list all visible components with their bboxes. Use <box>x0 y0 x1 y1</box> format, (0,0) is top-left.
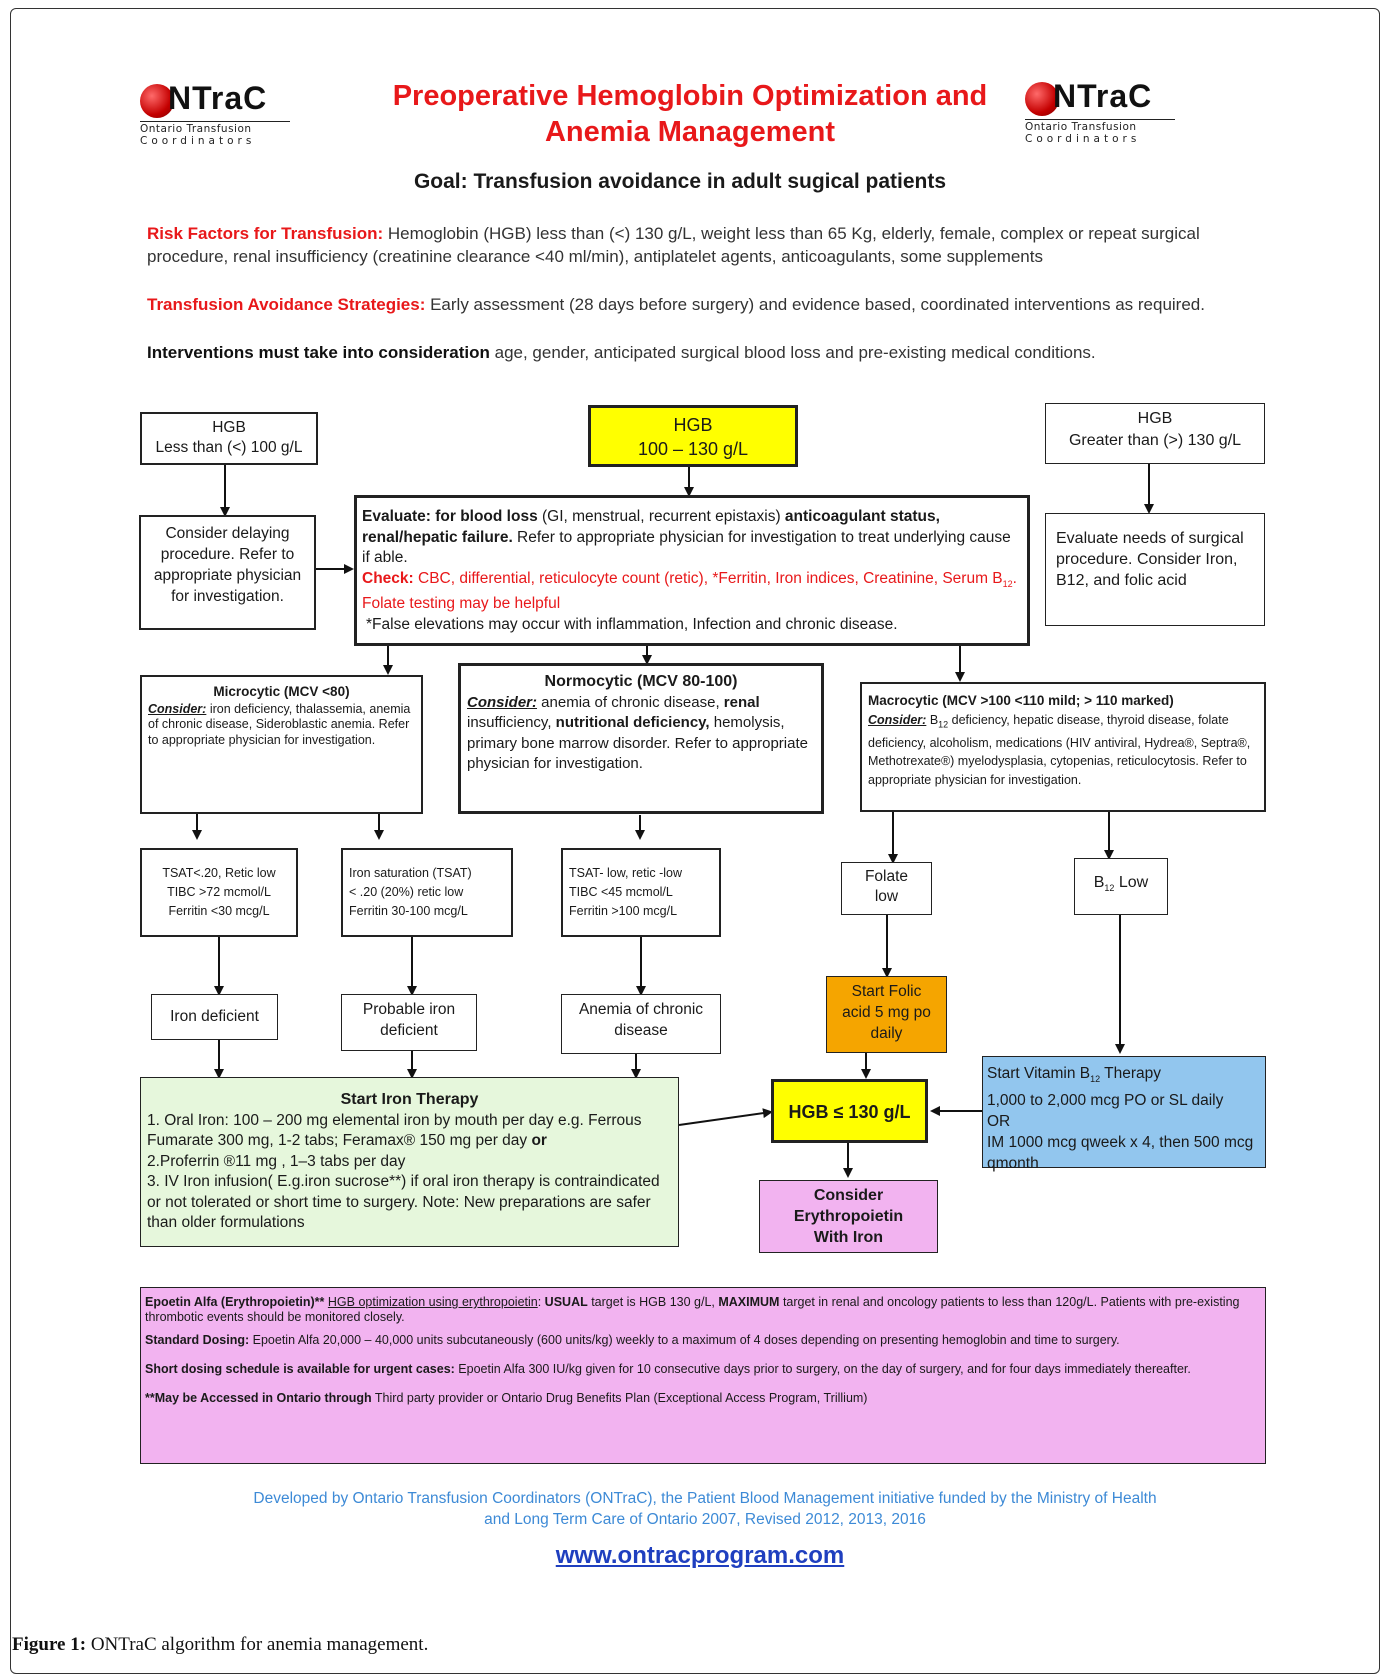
avoidance-strategies: Transfusion Avoidance Strategies: Early … <box>147 295 1205 314</box>
tsat-iron-deficient-box: TSAT<.20, Retic low TIBC >72 mcmol/L Fer… <box>140 848 298 937</box>
goal-heading: Goal: Transfusion avoidance in adult sug… <box>413 170 947 193</box>
check-line: Check: CBC, differential, reticulocyte c… <box>362 569 1017 613</box>
logo-rule <box>140 121 290 122</box>
footer-credit: Developed by Ontario Transfusion Coordin… <box>253 1490 1157 1528</box>
folate-low-box: Folate low <box>841 862 932 915</box>
page-title: Preoperative Hemoglobin Optimization and… <box>392 80 988 148</box>
delay-procedure-box: Consider delaying procedure. Refer to ap… <box>139 515 316 630</box>
logo-subtitle: Ontario Transfusion Coordinators <box>1025 121 1141 145</box>
hgb-low-box: HGB Less than (<) 100 g/L <box>140 412 318 465</box>
b12-therapy-box: Start Vitamin B12 Therapy 1,000 to 2,000… <box>982 1056 1266 1172</box>
risk-factors: Risk Factors for Transfusion: Hemoglobin… <box>147 224 1200 266</box>
epoetin-box: Epoetin Alfa (Erythropoietin)** HGB opti… <box>140 1287 1266 1464</box>
hgb-high-box: HGB Greater than (>) 130 g/L <box>1045 403 1265 464</box>
logo-subtitle: Ontario Transfusion Coordinators <box>140 123 256 147</box>
iron-deficient-box: Iron deficient <box>151 994 278 1040</box>
macrocytic-box: Macrocytic (MCV >100 <110 mild; > 110 ma… <box>860 682 1266 812</box>
website-link[interactable]: www.ontracprogram.com <box>555 1542 845 1569</box>
folic-acid-box: Start Folic acid 5 mg po daily <box>826 976 947 1053</box>
b12-low-box: B12 Low <box>1074 858 1168 915</box>
logo-rule <box>1025 119 1175 120</box>
logo-brand: NTraC <box>168 80 268 116</box>
interventions-note: Interventions must take into considerati… <box>147 343 1096 362</box>
false-elevation-note: *False elevations may occur with inflamm… <box>366 615 898 633</box>
iron-therapy-box: Start Iron Therapy 1. Oral Iron: 100 – 2… <box>140 1077 679 1247</box>
microcytic-box: Microcytic (MCV <80) Consider: iron defi… <box>140 675 423 814</box>
logo-brand: NTraC <box>1053 78 1153 114</box>
evaluate-needs-box: Evaluate needs of surgical procedure. Co… <box>1045 513 1265 626</box>
tsat-probable-box: Iron saturation (TSAT) < .20 (20%) retic… <box>341 848 513 937</box>
normocytic-box: Normocytic (MCV 80-100) Consider: anemia… <box>458 663 824 814</box>
evaluate-box: Evaluate: for blood loss (GI, menstrual,… <box>354 495 1030 646</box>
probable-iron-box: Probable iron deficient <box>341 994 477 1051</box>
hgb-target-box: HGB ≤ 130 g/L <box>771 1079 928 1143</box>
logo-circle-icon <box>1025 82 1059 116</box>
figure-caption: Figure 1: ONTraC algorithm for anemia ma… <box>12 1634 429 1655</box>
chronic-disease-box: Anemia of chronic disease <box>561 994 721 1054</box>
consider-epo-box: Consider Erythropoietin With Iron <box>759 1180 938 1253</box>
figure-frame <box>10 8 1380 1674</box>
tsat-chronic-box: TSAT- low, retic -low TIBC <45 mcmol/L F… <box>561 848 721 937</box>
logo-circle-icon <box>140 84 174 118</box>
hgb-mid-box: HGB 100 – 130 g/L <box>588 405 798 467</box>
